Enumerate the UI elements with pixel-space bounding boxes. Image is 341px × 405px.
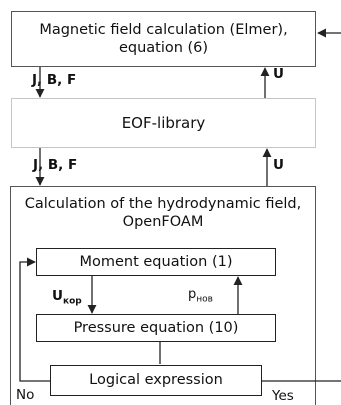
jbf-label-top: J, B, F (32, 72, 77, 88)
logical-expression-box: Logical expression (50, 365, 262, 396)
u-corrected-subscript: кор (62, 296, 82, 307)
eof-library-label: EOF-library (121, 113, 206, 132)
eof-library-box: EOF-library (11, 98, 316, 148)
hydrodynamic-field-label: Calculation of the hydrodynamic field, O… (24, 196, 302, 231)
no-label: No (16, 387, 35, 403)
magnetic-field-calculation-label: Magnetic field calculation (Elmer), equa… (39, 21, 288, 56)
u-corrected-symbol: U (52, 288, 63, 304)
moment-equation-box: Moment equation (1) (36, 248, 276, 276)
p-new-subscript: нов (196, 294, 213, 305)
magnetic-field-calculation-box: Magnetic field calculation (Elmer), equa… (11, 11, 316, 67)
pressure-equation-label: Pressure equation (10) (73, 319, 239, 336)
u-corrected-label: Uкор (52, 288, 82, 307)
moment-equation-label: Moment equation (1) (79, 253, 233, 270)
logical-expression-label: Logical expression (89, 372, 223, 389)
pressure-equation-box: Pressure equation (10) (36, 314, 276, 342)
yes-label: Yes (272, 388, 294, 404)
p-new-label: pнов (188, 287, 213, 305)
u-label-top: U (273, 66, 284, 82)
p-new-symbol: p (188, 287, 197, 302)
u-label-bottom: U (273, 157, 284, 173)
jbf-label-bottom: J, B, F (33, 157, 78, 173)
